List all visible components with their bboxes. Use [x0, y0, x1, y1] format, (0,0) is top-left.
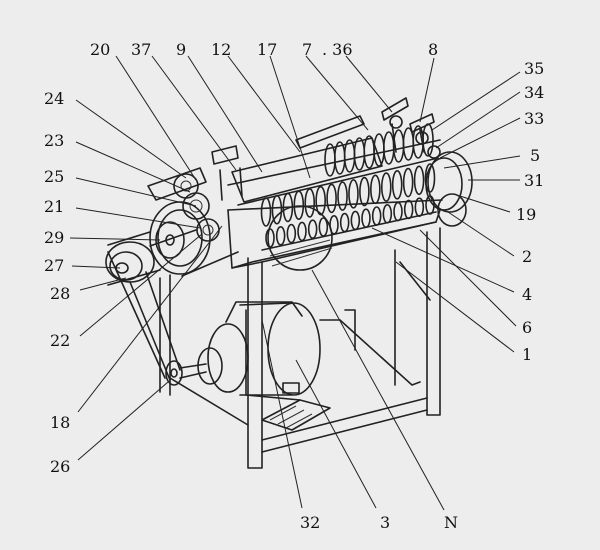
roller-ring	[370, 174, 381, 205]
label-17: 17	[257, 40, 277, 59]
roller-ring	[380, 172, 392, 202]
label-5: 5	[530, 146, 540, 165]
roller-ring	[297, 221, 307, 242]
label-27: 27	[44, 256, 64, 275]
roller-ring	[339, 212, 350, 233]
label-26: 26	[50, 457, 70, 476]
label-7: 7	[302, 40, 312, 59]
label-4: 4	[522, 285, 532, 304]
label-1: 1	[522, 345, 532, 364]
roller-ring	[275, 226, 286, 246]
roller-ring	[286, 223, 297, 244]
roller-ring	[363, 135, 376, 169]
roller-ring	[337, 181, 348, 211]
roller-ring	[413, 165, 425, 196]
roller-ring	[403, 199, 414, 220]
roller-assembly	[211, 97, 473, 271]
roller-ring	[304, 188, 316, 218]
label-25: 25	[44, 167, 64, 186]
roller-ring	[307, 219, 318, 239]
label-35: 35	[524, 59, 544, 78]
label-18: 18	[50, 413, 70, 432]
label-21: 21	[44, 197, 64, 216]
label-6: 6	[522, 318, 532, 337]
roller-ring	[391, 170, 403, 200]
motor	[165, 301, 321, 401]
roller-ring	[271, 194, 283, 225]
frame	[159, 199, 443, 469]
label-24: 24	[44, 89, 64, 108]
pulley-assembly	[105, 167, 220, 286]
label-28: 28	[50, 284, 70, 303]
leader-lines	[69, 55, 521, 511]
roller-ring	[315, 185, 326, 216]
label-20: 20	[90, 40, 110, 59]
label-9: 9	[176, 40, 186, 59]
roller-ring	[260, 197, 272, 227]
roller-ring	[371, 206, 382, 226]
label-29: 29	[44, 228, 64, 247]
label-31: 31	[524, 171, 544, 190]
roller-ring	[326, 183, 337, 214]
label-N: N	[444, 513, 458, 532]
label-34: 34	[524, 83, 544, 102]
label-22: 22	[50, 331, 70, 350]
label-33: 33	[524, 109, 544, 128]
roller-rings	[260, 163, 436, 227]
roller-ring	[402, 127, 415, 161]
part-labels: 20 37 9 12 17 7 . 36 8 35 34 33 5 31 19 …	[44, 40, 544, 532]
roller-ring	[393, 201, 403, 222]
label-12: 12	[211, 40, 231, 59]
label-32: 32	[300, 513, 320, 532]
label-36: . 36	[322, 40, 353, 59]
label-19: 19	[516, 205, 536, 224]
roller-ring	[361, 208, 371, 228]
roller-ring	[348, 179, 359, 209]
roller-ring	[382, 204, 393, 224]
roller-ring	[353, 137, 366, 171]
label-2: 2	[522, 247, 532, 266]
label-23: 23	[44, 131, 64, 150]
roller-ring	[350, 210, 361, 231]
roller-ring	[293, 190, 305, 220]
label-8: 8	[428, 40, 438, 59]
roller-ring	[402, 167, 414, 198]
roller-ring	[382, 131, 395, 165]
roller-ring	[343, 139, 356, 173]
roller-ring	[333, 141, 346, 175]
label-37: 37	[131, 40, 151, 59]
roller-ring	[359, 176, 370, 207]
roller-rings	[324, 123, 434, 177]
label-3: 3	[380, 513, 390, 532]
